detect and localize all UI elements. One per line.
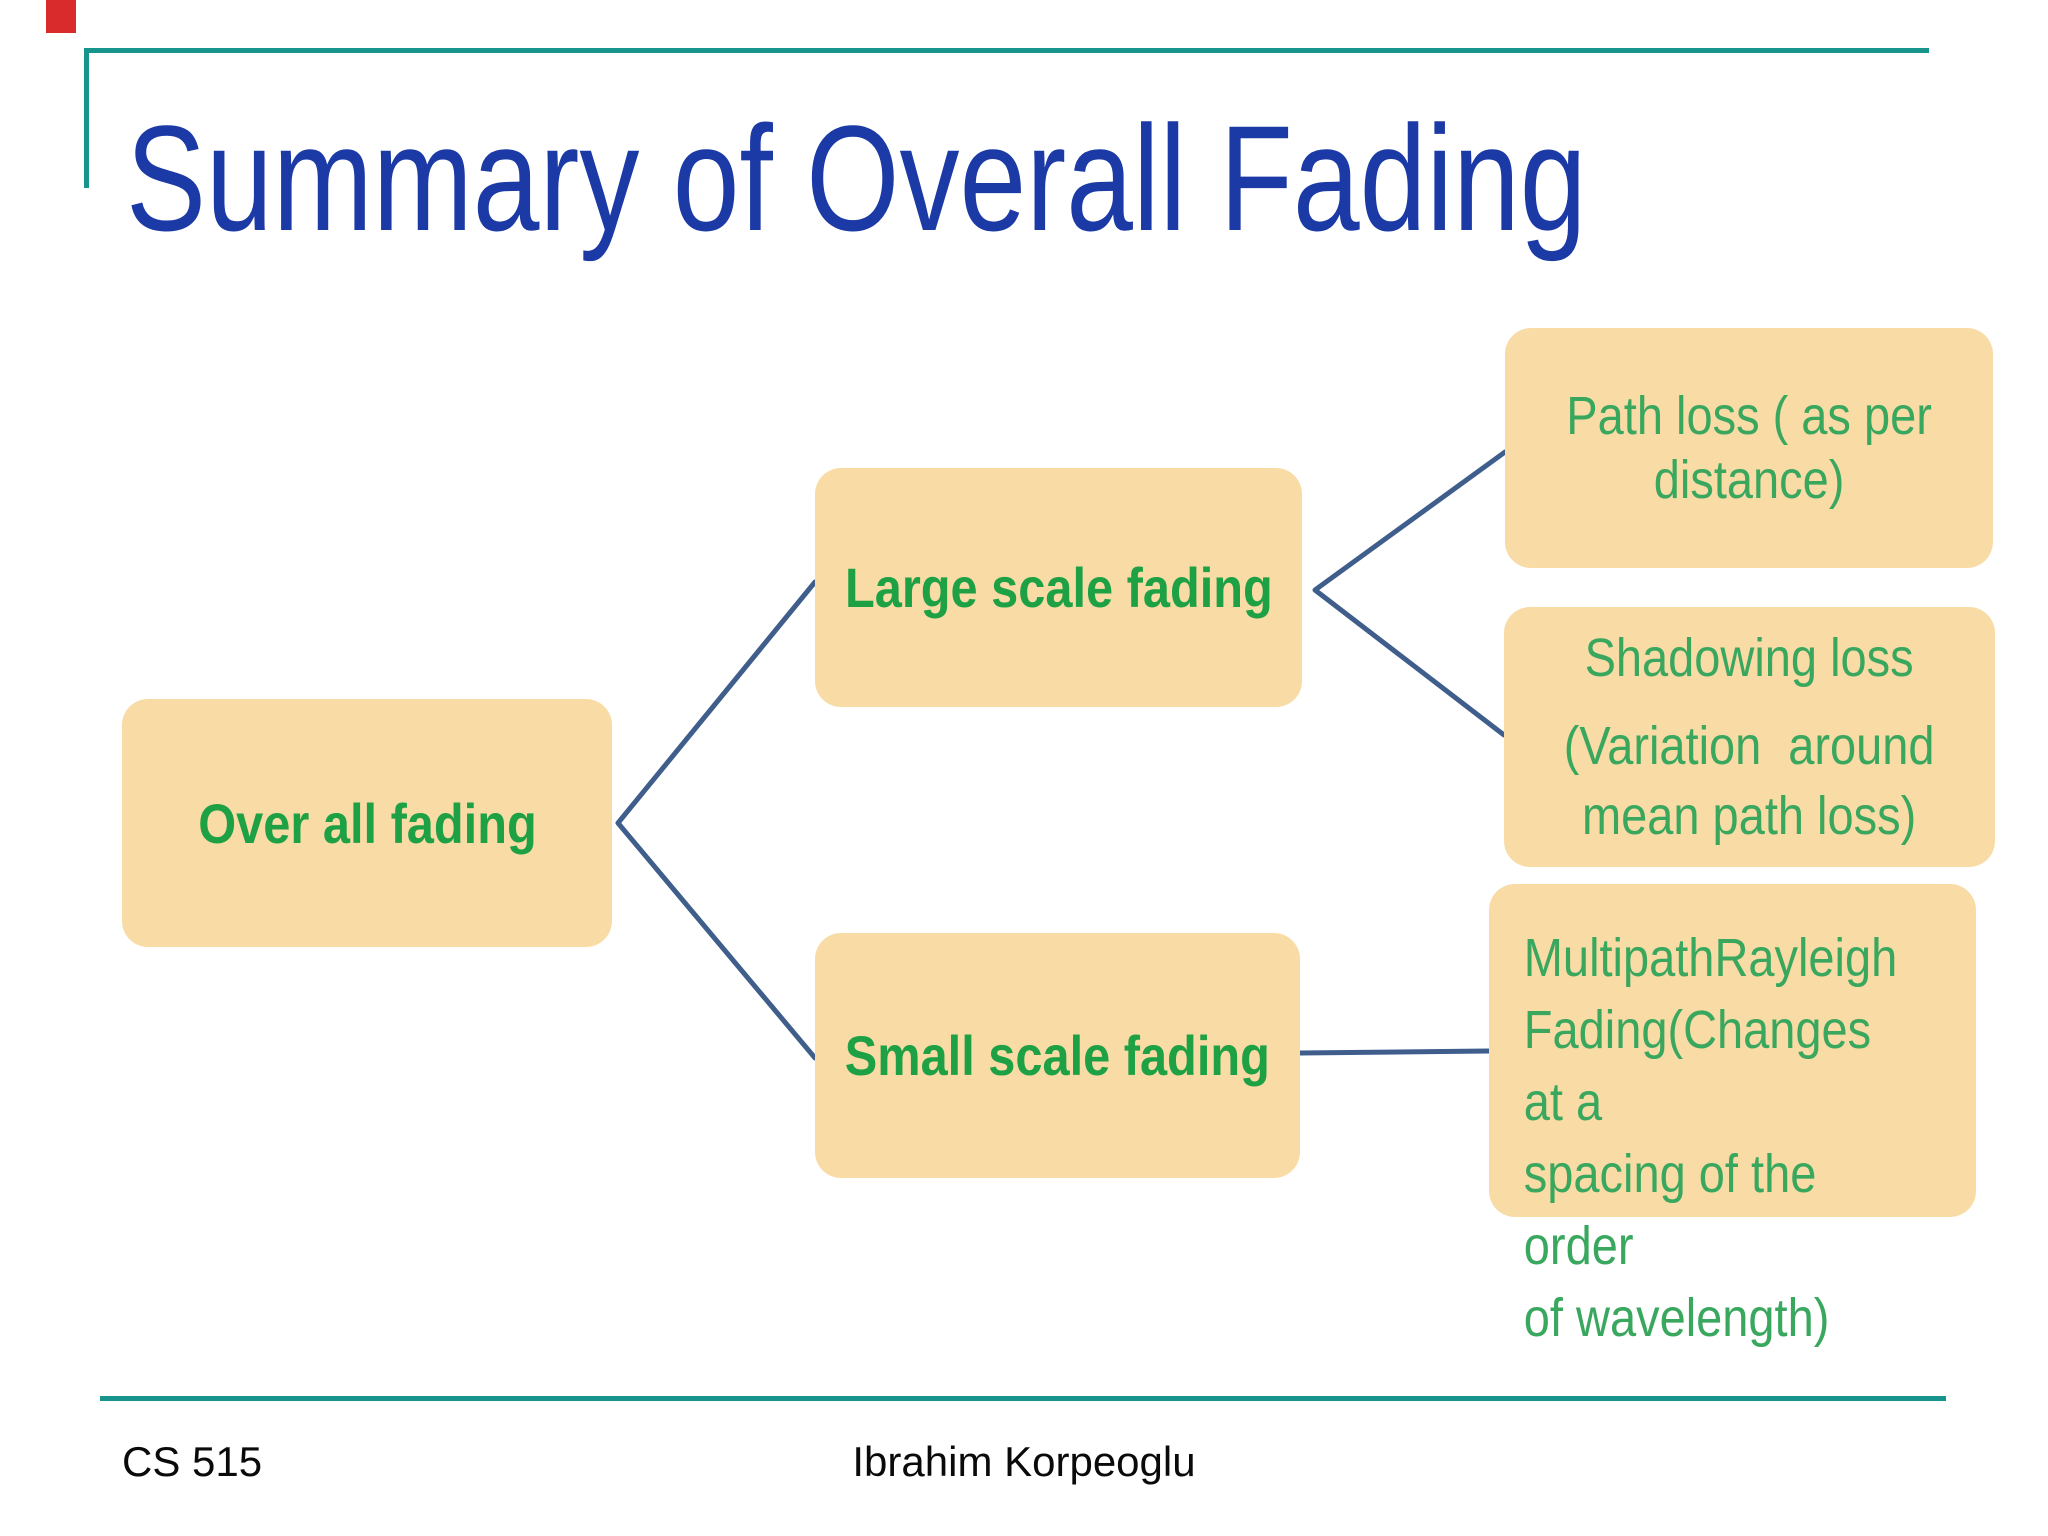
node-large-scale-fading: Large scale fading <box>815 468 1302 707</box>
multipath-line1-left: Multipath <box>1523 928 1715 988</box>
multipath-line4: of wavelength) <box>1523 1288 1830 1348</box>
multipath-line2: Fading(Changes at a <box>1523 1000 1872 1132</box>
slide-title: Summary of Overall Fading <box>126 94 1587 262</box>
red-accent-bar <box>46 0 76 33</box>
multipath-line1-right: Rayleigh <box>1714 928 1898 988</box>
footer-author: Ibrahim Korpeoglu <box>852 1438 1196 1485</box>
multipath-line1: Multipath Rayleigh <box>1523 922 1897 994</box>
node-multipath-rayleigh: Multipath Rayleigh Fading(Changes at a s… <box>1489 884 1976 1348</box>
connector-large-branches <box>1312 449 1508 738</box>
node-shadowing-loss-text: Shadowing loss (Variation around mean pa… <box>1564 623 1935 851</box>
node-path-loss-text: Path loss ( as per distance) <box>1566 384 1932 512</box>
shadowing-line1: Shadowing loss <box>1584 628 1915 688</box>
node-shadowing-loss: Shadowing loss (Variation around mean pa… <box>1504 607 1995 867</box>
title-frame-top-line <box>84 48 1929 53</box>
connector-overall-branches <box>615 579 818 1061</box>
node-small-scale-fading: Small scale fading <box>815 933 1300 1178</box>
node-multipath-rayleigh-text: Multipath Rayleigh Fading(Changes at a s… <box>1489 884 1913 1354</box>
node-small-scale-fading-label: Small scale fading <box>844 1024 1271 1087</box>
node-large-scale-fading-label: Large scale fading <box>844 556 1273 619</box>
shadowing-line3: mean path loss) <box>1582 786 1917 846</box>
footer-course-code: CS 515 <box>122 1438 263 1485</box>
node-overall-fading-label: Over all fading <box>197 791 537 855</box>
footer-divider-line <box>100 1396 1946 1401</box>
title-frame-left-line <box>84 48 89 188</box>
path-loss-line2: distance) <box>1653 450 1845 510</box>
node-path-loss: Path loss ( as per distance) <box>1505 328 1993 568</box>
multipath-line3: spacing of the order <box>1523 1144 1817 1276</box>
connector-small-multipath <box>1297 1048 1492 1056</box>
node-overall-fading: Over all fading <box>122 699 612 947</box>
path-loss-line1: Path loss ( as per <box>1566 386 1932 446</box>
shadowing-line2: (Variation around <box>1564 716 1935 776</box>
